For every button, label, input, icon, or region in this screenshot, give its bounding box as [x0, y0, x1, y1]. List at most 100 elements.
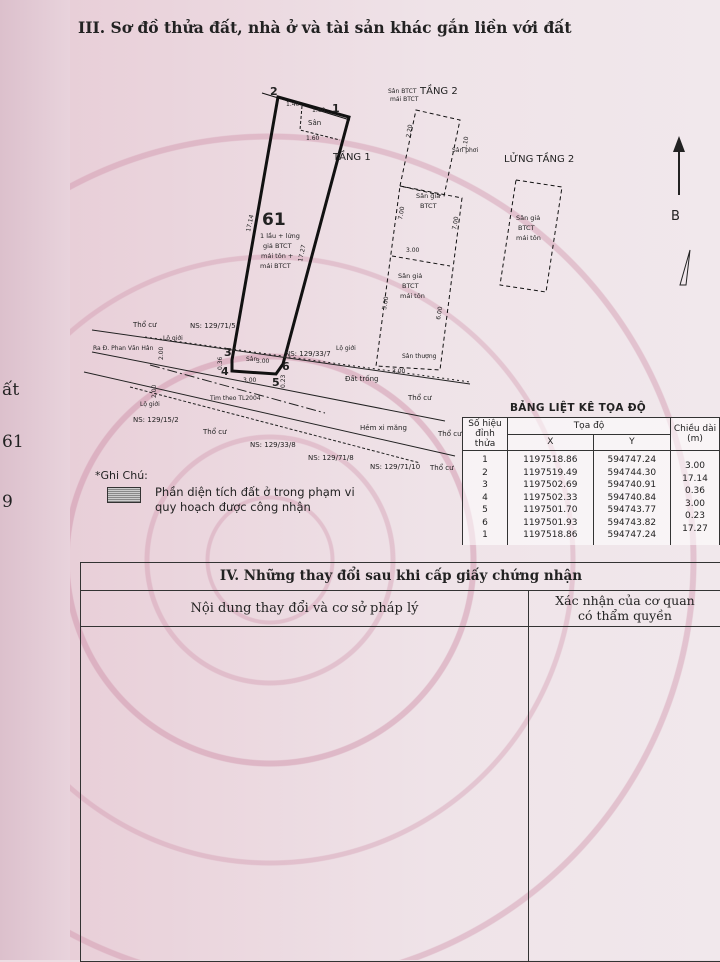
parcel-diagram: 2 1 3 4 5 6 1.40 1.60 1.60 Sân TẦNG 1 61…: [83, 83, 691, 472]
tang2-divider: [391, 255, 451, 267]
ns-label: NS: 129/71/5: [190, 322, 236, 330]
coord-cell: 594744.30: [607, 467, 657, 478]
section4-changes: IV. Những thay đổi sau khi cấp giấy chứn…: [80, 562, 720, 962]
coord-cell: 1: [482, 455, 488, 465]
vertex-4: 4: [221, 365, 229, 378]
ns-label: NS: 129/71/8: [308, 454, 354, 462]
san-outline: [299, 105, 341, 141]
label: Thổ cư: [429, 463, 454, 472]
coord-cell: 3: [482, 480, 488, 490]
parcel-desc: giả BTCT: [263, 242, 292, 250]
dim: 1.10: [461, 136, 470, 151]
legend-text: Phần diện tích đất ở trong phạm vi: [155, 485, 355, 499]
coord-cell: 5: [482, 505, 488, 515]
label: mái tôn: [400, 292, 425, 300]
label: mái BTCT: [390, 96, 419, 103]
legend: *Ghi Chú: Phần diện tích đất ở trong phạ…: [95, 469, 355, 515]
label: Đất trống: [345, 375, 378, 383]
col-confirmation: Xác nhận của cơ quan: [555, 593, 695, 608]
san-label: Sân: [246, 356, 257, 363]
section4-title: IV. Những thay đổi sau khi cấp giấy chứn…: [81, 563, 720, 591]
centerline: [149, 364, 326, 414]
coord-cell: 594740.84: [607, 492, 657, 503]
left-fragment: 61: [2, 432, 24, 452]
coord-cell: 2: [482, 467, 488, 478]
coord-cell: 1197518.86: [523, 455, 578, 465]
dim: 2.00: [151, 384, 158, 398]
label: mái tôn: [516, 234, 541, 242]
road-edge: [83, 371, 456, 457]
label: Sân giả: [416, 192, 440, 200]
dim: 0.36: [217, 356, 224, 370]
dim: 1.40: [286, 101, 300, 108]
coord-cell: 1197501.70: [523, 505, 578, 515]
dim: 1.60: [312, 107, 326, 114]
coord-cell: 594743.77: [607, 505, 657, 515]
coord-table-title: BẢNG LIỆT KÊ TỌA ĐỘ: [510, 402, 647, 414]
lung-tang2-label: LỬNG TẦNG 2: [504, 151, 574, 165]
dim: 7.00: [451, 216, 460, 231]
header-point: Số hiệu: [468, 419, 502, 429]
dim: 17.14: [245, 214, 255, 232]
legend-text: quy hoạch được công nhận: [155, 500, 311, 514]
parcel-number: 61: [262, 210, 286, 230]
header-point: đỉnh thửa: [474, 429, 496, 449]
label: Thổ cư: [132, 320, 157, 329]
coord-cell: 1197519.49: [523, 467, 578, 478]
label: Thổ cư: [407, 393, 432, 402]
header-length: (m): [687, 434, 703, 444]
dim: 17.27: [297, 244, 307, 262]
section3-title: III. Sơ đồ thửa đất, nhà ở và tài sản kh…: [78, 18, 572, 37]
col-confirmation: có thẩm quyền: [578, 608, 672, 623]
coord-cell: 594740.91: [607, 480, 657, 490]
coord-cell: 1197502.69: [523, 480, 578, 490]
dim: 3.00: [392, 368, 406, 375]
dim: 2.00: [158, 346, 165, 360]
vertex-3: 3: [224, 346, 232, 359]
tang1-label: TẦNG 1: [332, 149, 371, 163]
left-fragment: ất: [2, 380, 20, 400]
label: Sân BTCT: [388, 88, 417, 95]
vertex-1: 1: [332, 102, 340, 115]
parcel-desc: 1 lầu + lửng: [260, 232, 300, 240]
direction-marker-icon: [679, 249, 691, 286]
coord-cell: 17.27: [682, 523, 708, 534]
col-change-content: Nội dung thay đổi và cơ sở pháp lý: [81, 591, 529, 626]
coord-cell: 0.36: [684, 486, 706, 496]
coord-cell: 3.00: [684, 498, 706, 509]
coord-cell: 17.14: [682, 473, 708, 484]
dim: 0.23: [280, 374, 287, 388]
label: Sân giả: [398, 272, 422, 280]
lung-tang2-outline: [499, 179, 563, 293]
label: BTCT: [420, 202, 437, 210]
tang2-outline: [399, 109, 461, 197]
label: Lộ giới: [163, 335, 183, 342]
road-edge: [91, 351, 446, 422]
coord-cell: 3.00: [684, 461, 706, 471]
dim: 1.60: [306, 135, 320, 142]
vertex-5: 5: [272, 376, 280, 389]
front-line: [261, 92, 351, 121]
vertex-2: 2: [270, 85, 278, 98]
page-edge: [0, 0, 70, 960]
vertex-6: 6: [282, 360, 290, 373]
header-length: Chiều dài: [673, 424, 717, 434]
ns-label: NS: 129/71/10: [370, 463, 420, 471]
coord-cell: 4: [482, 492, 488, 503]
coord-cell: 594743.82: [607, 517, 657, 528]
label: Sân phơi: [452, 147, 478, 154]
header-x: X: [507, 433, 594, 451]
dim: 5.00: [381, 296, 390, 311]
coord-cell: 594747.24: [607, 455, 657, 465]
hatch-swatch-icon: [107, 487, 141, 503]
coord-cell: 0.23: [684, 511, 706, 521]
ns-label: NS: 129/15/2: [133, 416, 179, 424]
label: Tim theo TL2004: [209, 395, 261, 402]
label: BTCT: [518, 224, 535, 232]
parcel-desc: mái BTCT: [260, 262, 291, 270]
header-coord: Tọa độ: [507, 417, 671, 435]
dim: 3.00: [243, 377, 257, 384]
tang2-label: TẦNG 2: [419, 83, 458, 97]
legend-title: *Ghi Chú:: [95, 469, 148, 482]
